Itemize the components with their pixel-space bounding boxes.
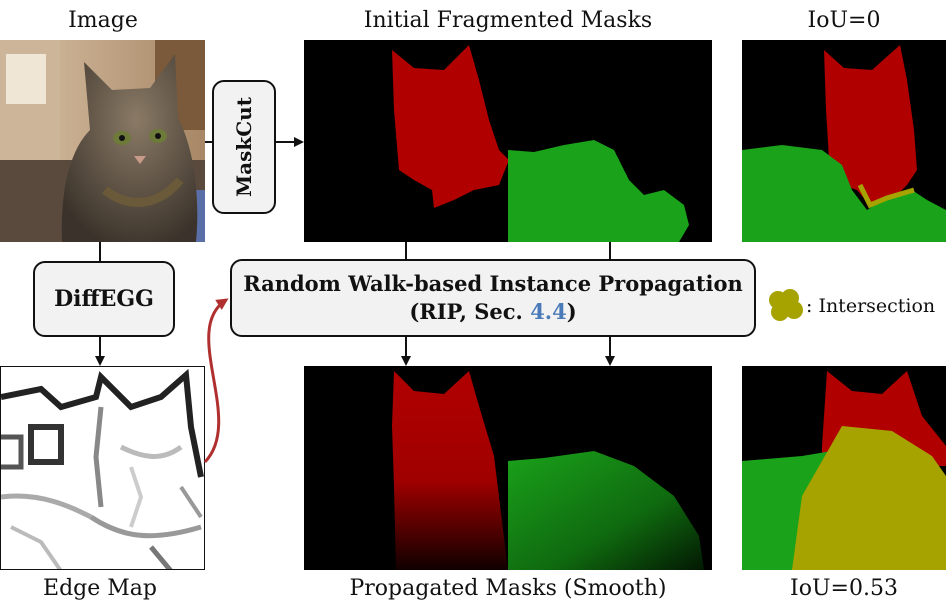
label-initial-masks: Initial Fragmented Masks	[363, 8, 653, 33]
rip-subtitle-prefix: (RIP, Sec.	[409, 299, 531, 324]
label-image: Image	[68, 8, 138, 33]
label-iou-bottom: IoU=0.53	[790, 576, 898, 601]
iou-053-image	[742, 366, 946, 570]
label-edge-map: Edge Map	[43, 576, 157, 601]
arrow-edgemap-to-rip	[203, 298, 229, 464]
edge-map-image	[0, 366, 205, 570]
iou-zero-image	[742, 40, 946, 242]
propagated-masks-image	[304, 366, 712, 570]
rip-subtitle: (RIP, Sec. 4.4)	[409, 298, 576, 326]
label-propagated-masks: Propagated Masks (Smooth)	[349, 576, 667, 601]
initial-masks-image	[304, 40, 712, 242]
cat-photo	[0, 40, 205, 242]
intersection-legend-label: : Intersection	[806, 295, 936, 317]
rip-title: Random Walk-based Instance Propagation	[243, 271, 743, 296]
rip-box: Random Walk-based Instance Propagation (…	[230, 259, 756, 337]
rip-subtitle-suffix: )	[566, 299, 577, 324]
maskcut-box: MaskCut	[212, 80, 276, 214]
rip-section-link[interactable]: 4.4	[530, 299, 567, 324]
label-iou-top: IoU=0	[807, 8, 881, 33]
intersection-swatch-icon	[769, 289, 803, 321]
diffegg-label: DiffEGG	[54, 286, 154, 312]
diffegg-box: DiffEGG	[33, 261, 175, 337]
intersection-legend: : Intersection	[766, 288, 935, 324]
